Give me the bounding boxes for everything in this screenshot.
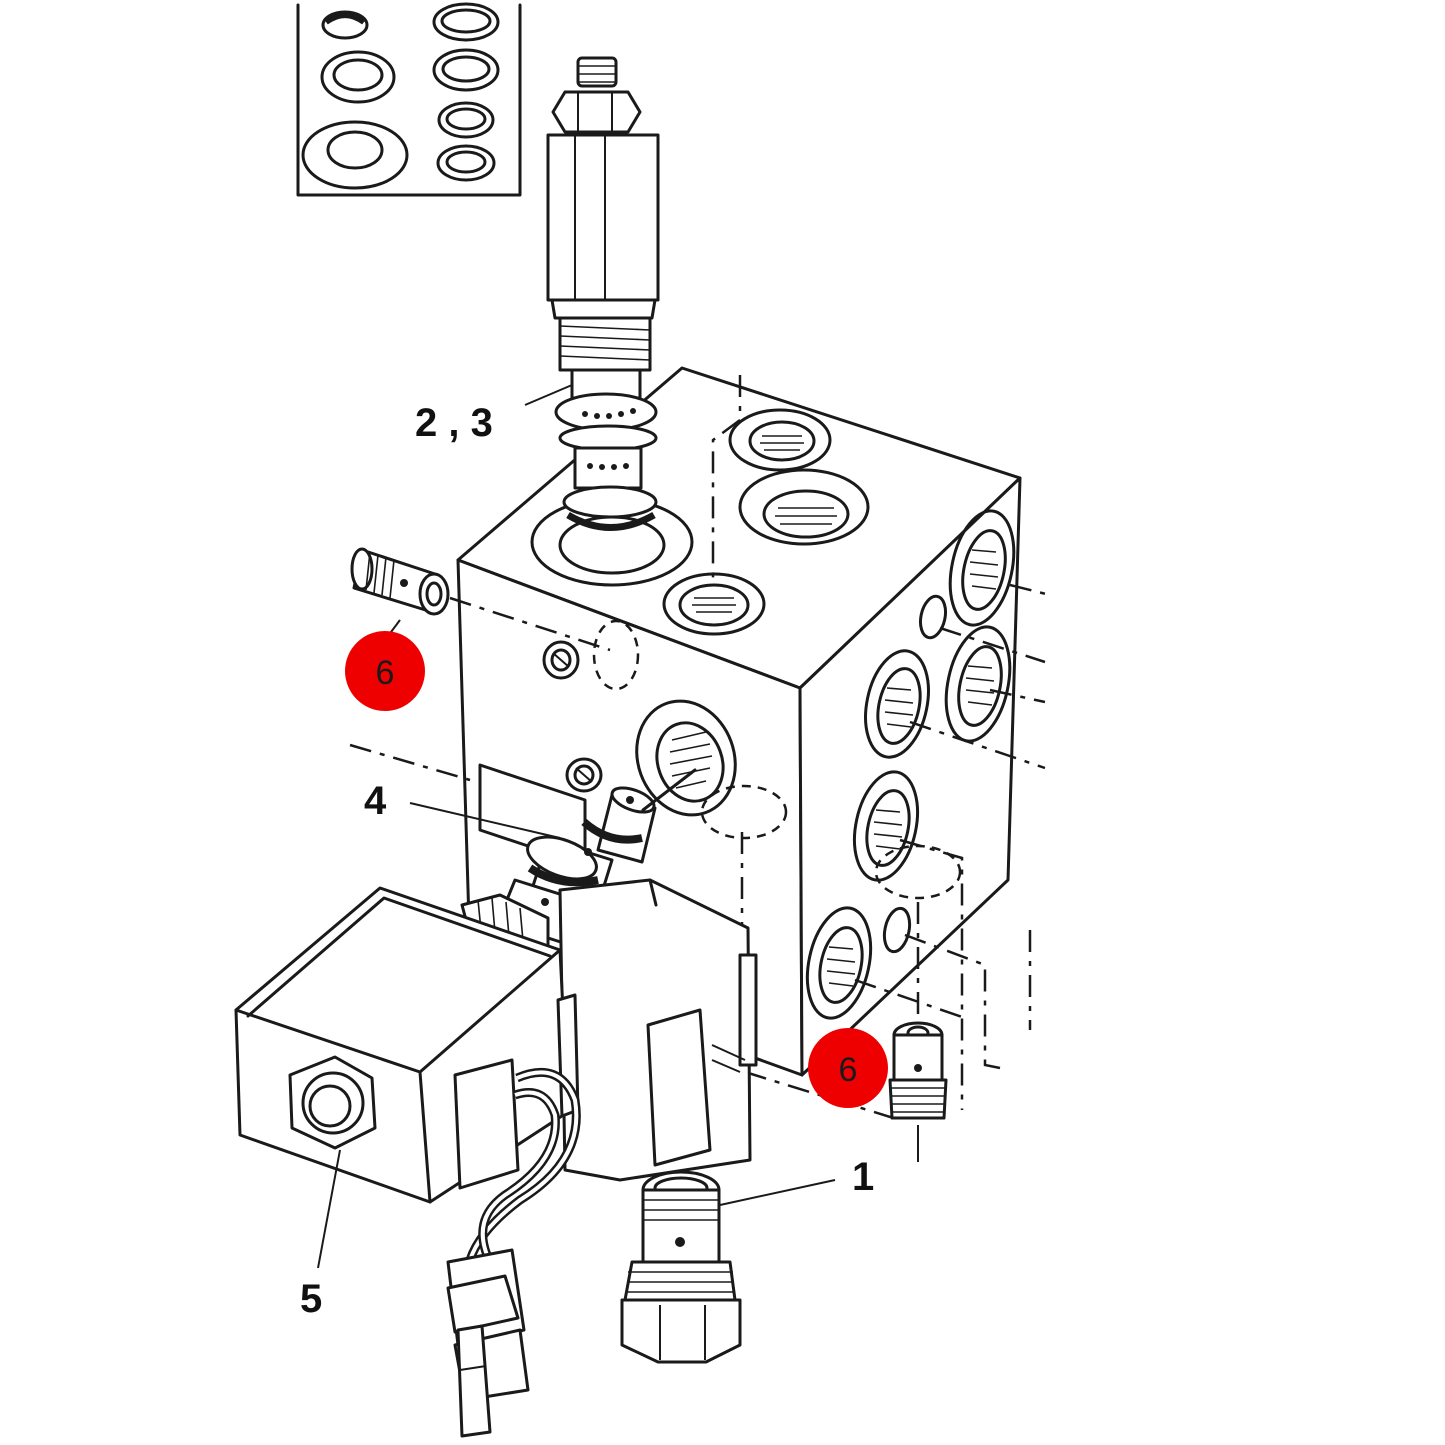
right-port-4: [853, 770, 919, 882]
right-port-3: [864, 649, 930, 759]
front-port-coil-cavity: [635, 699, 737, 817]
front-screw-plug-a: [542, 640, 580, 680]
front-screw-plug-b: [565, 757, 603, 793]
right-port-small-2: [882, 906, 912, 954]
highlight-badge-6-left: 6: [345, 631, 425, 711]
seal-kit-o-ring-3: [437, 101, 495, 139]
highlight-badge-6-left-label: 6: [376, 654, 395, 692]
top-port-right-b: [738, 468, 870, 546]
seal-kit-o-ring-1: [432, 2, 500, 42]
cartridge-valve-2-3: [546, 56, 660, 531]
plug-6-left: [350, 547, 450, 641]
valve-1: [620, 1170, 836, 1364]
seal-kit-ring-large: [301, 120, 409, 190]
leader-lines: [409, 384, 573, 839]
plug-6-right: [888, 1021, 948, 1162]
solenoid-coil-5: [234, 878, 758, 1438]
callout-2-3: 2 , 3: [415, 401, 493, 445]
seal-kit-inset: [296, 2, 522, 197]
highlight-badge-6-right: 6: [808, 1028, 888, 1108]
callout-labels: 2 , 3 4 1 5: [300, 401, 874, 1321]
callout-1: 1: [852, 1155, 874, 1199]
cartridge-holes-lower: [587, 463, 629, 470]
right-port-small-1: [918, 594, 948, 640]
highlight-badge-6-right-label: 6: [839, 1051, 858, 1089]
seal-kit-o-ring-2: [432, 48, 500, 92]
seal-kit-ring-open: [321, 10, 369, 40]
right-port-5: [805, 906, 873, 1020]
seal-kit-o-ring-4: [436, 144, 496, 182]
seal-kit-ring-medium: [320, 50, 396, 104]
top-port-right-a: [728, 408, 832, 472]
right-port-1: [948, 509, 1016, 627]
callout-4: 4: [364, 779, 387, 823]
callout-5: 5: [300, 1277, 322, 1321]
cartridge-holes-upper: [582, 408, 636, 419]
